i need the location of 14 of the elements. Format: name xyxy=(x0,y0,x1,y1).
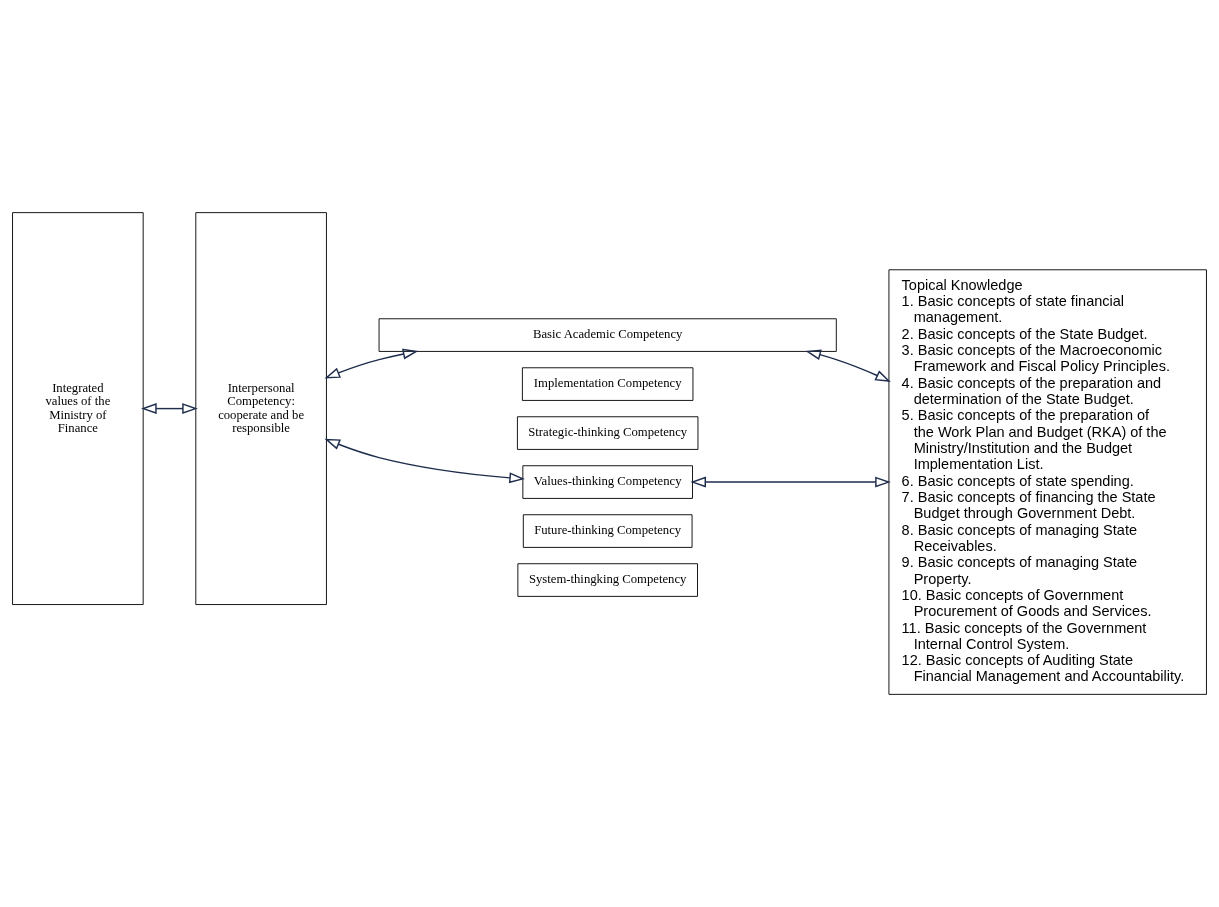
arrow xyxy=(690,476,891,488)
node-box: Strategic-thinking Competency xyxy=(516,416,699,450)
node-box: Topical Knowledge 1. Basic concepts of state financial management. 2. Basic concepts of the State Budget. 3. Basic concepts of the Macroeconomic Framework and Fiscal Policy Principles. 4. Basic concepts of the preparation and determination of the State Budget. 5. Basic concepts of the preparation of the Work Plan and Budget (RKA) of the Ministry/Institution and the Budget Implementation List. 6. Basic concepts of state spending. 7. Basic concepts of financing the State Budget through Government Debt. 8. Basic concepts of managing State Receivables. 9. Basic concepts of managing State Property. 10. Basic concepts of Government Procurement of Goods and Services. 11. Basic concepts of the Government Internal Control System. 12. Basic concepts of Auditing State Financial Management and Accountability. xyxy=(888,269,1207,695)
node-box: System-thingking Competency xyxy=(517,563,698,597)
arrow xyxy=(805,349,891,382)
node-box: Implementation Competency xyxy=(521,367,694,401)
arrow xyxy=(141,403,198,415)
arrow xyxy=(324,438,525,484)
node-box: Future-thinking Competency xyxy=(522,514,693,548)
node-box: Integrated values of the Ministry of Finance xyxy=(12,212,144,605)
node-box: Values-thinking Competency xyxy=(522,465,693,499)
node-box: Basic Academic Competency xyxy=(378,318,837,352)
arrow xyxy=(324,348,419,379)
node-box: Interpersonal Competency: cooperate and be responsible xyxy=(195,212,327,605)
